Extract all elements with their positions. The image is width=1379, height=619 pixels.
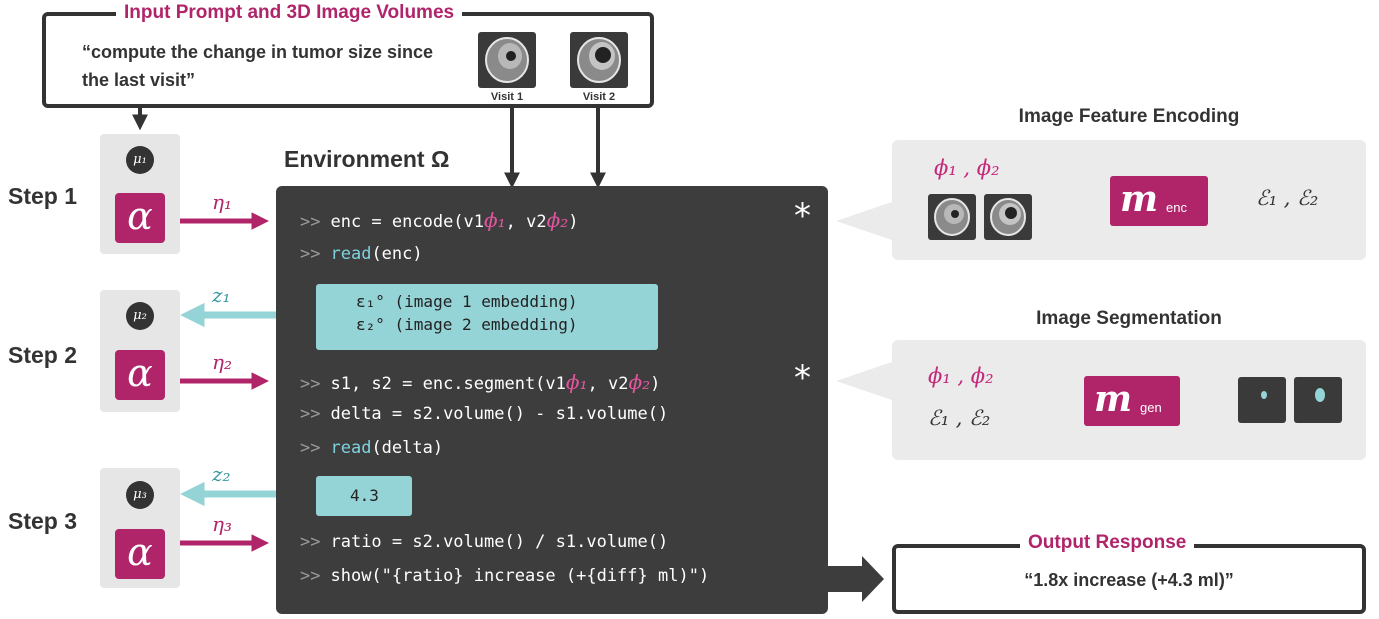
encoding-panel-title: Image Feature Encoding [1018,106,1240,127]
enc-scan1-icon [934,198,970,236]
code-line-3: >> s1, s2 = enc.segment(v1ϕ₁, v2ϕ₂) [300,370,660,394]
phi1-symbol: ϕ₁ [565,370,588,394]
visit1-scan-icon [485,37,529,83]
eta3-label: η₃ [212,512,232,536]
code-line-5: >> read(delta) [300,438,443,458]
seg-mask2-icon [1315,388,1325,402]
code-text: , v2 [505,212,547,232]
read-keyword: read [330,244,372,264]
obs-delta-value: 4.3 [350,486,379,505]
z1-label: z₁ [212,283,231,307]
env-to-output-arrow [828,556,884,602]
code-text: ) [650,374,661,394]
code-prompt: >> [300,532,321,552]
code-text: enc = encode(v1 [330,212,485,232]
phi2-symbol: ϕ₂ [546,208,569,232]
alpha-agent-2: α [115,350,165,400]
code-line-4: >> delta = s2.volume() - s1.volume() [300,404,668,424]
code-prompt: >> [300,244,321,264]
code-prompt: >> [300,404,321,424]
enc-image-1 [928,194,976,240]
visit1-image [478,32,536,88]
code-prompt: >> [300,374,321,394]
output-response-title: Output Response [1020,532,1195,554]
enc-phi-pair: ϕ₁ , ϕ₂ [934,156,1000,180]
seg-mask1-icon [1261,391,1267,399]
prompt-text: “compute the change in tumor size since … [82,42,434,90]
encoder-model-box: m enc [1110,176,1208,226]
enc-image-2 [984,194,1032,240]
mu3-node: μ₃ [126,481,154,509]
code-text: (delta) [371,438,444,458]
visit2-scan-icon [577,37,621,83]
step-3-label: Step 3 [8,508,78,534]
output-response-text: “1.8x increase (+4.3 ml)” [1024,570,1234,590]
segmentation-callout [836,362,892,400]
generator-model-box: m gen [1084,376,1180,426]
phi1-symbol: ϕ₁ [484,208,506,232]
environment-code-panel [276,186,828,614]
encoding-callout [836,202,892,240]
code-line-2: >> read(enc) [300,244,423,264]
input-prompt-box [42,12,654,108]
eta2-label: η₂ [212,350,232,374]
enc-outputs: ℰ₁ , ℰ₂ [1256,186,1319,210]
code-text: show("{ratio} increase (+{diff} ml)") [330,566,710,586]
code-text: delta = s2.volume() - s1.volume() [330,404,669,424]
code-prompt: >> [300,212,321,232]
code-text: (enc) [371,244,423,264]
observation-delta: 4.3 [316,476,412,516]
code-prompt: >> [300,438,321,458]
code-line-1: >> enc = encode(v1ϕ₁, v2ϕ₂) [300,208,579,232]
visit2-image [570,32,628,88]
eta1-label: η₁ [212,190,232,214]
read-keyword: read [330,438,372,458]
obs-line-2: ε₂° (image 2 embedding) [356,315,578,334]
phi2-symbol: ϕ₂ [628,370,651,394]
code-text: s1, s2 = enc.segment(v1 [330,374,566,394]
code-text: , v2 [587,374,629,394]
alpha-agent-1: α [115,193,165,243]
seg-mask-1 [1238,377,1286,423]
code-line-7: >> show("{ratio} increase (+{diff} ml)") [300,566,709,586]
input-prompt-title: Input Prompt and 3D Image Volumes [116,2,463,24]
observation-embeddings: ε₁° (image 1 embedding) ε₂° (image 2 emb… [316,284,658,350]
seg-eps-pair: ℰ₁ , ℰ₂ [928,406,991,430]
visit1-label: Visit 1 [490,91,524,103]
encode-star: * [794,196,811,236]
step-2-label: Step 2 [8,342,78,368]
code-text: ratio = s2.volume() / s1.volume() [330,532,669,552]
code-prompt: >> [300,566,321,586]
encoder-m: m [1120,178,1159,220]
visit2-label: Visit 2 [582,91,616,103]
seg-mask-2 [1294,377,1342,423]
alpha-agent-3: α [115,529,165,579]
enc-scan2-icon [990,198,1026,236]
seg-phi-pair: ϕ₁ , ϕ₂ [928,364,994,388]
mu2-node: μ₂ [126,302,154,330]
mu1-node: μ₁ [126,146,154,174]
environment-title: Environment Ω [284,146,450,172]
step-1-label: Step 1 [8,183,78,209]
obs-line-1: ε₁° (image 1 embedding) [356,292,578,311]
segmentation-panel-title: Image Segmentation [1036,308,1222,329]
generator-sub: gen [1140,400,1162,415]
z2-label: z₂ [212,462,231,486]
code-text: ) [568,212,579,232]
encoder-sub: enc [1166,200,1187,215]
generator-m: m [1094,378,1133,420]
segment-star: * [794,358,811,398]
code-line-6: >> ratio = s2.volume() / s1.volume() [300,532,668,552]
